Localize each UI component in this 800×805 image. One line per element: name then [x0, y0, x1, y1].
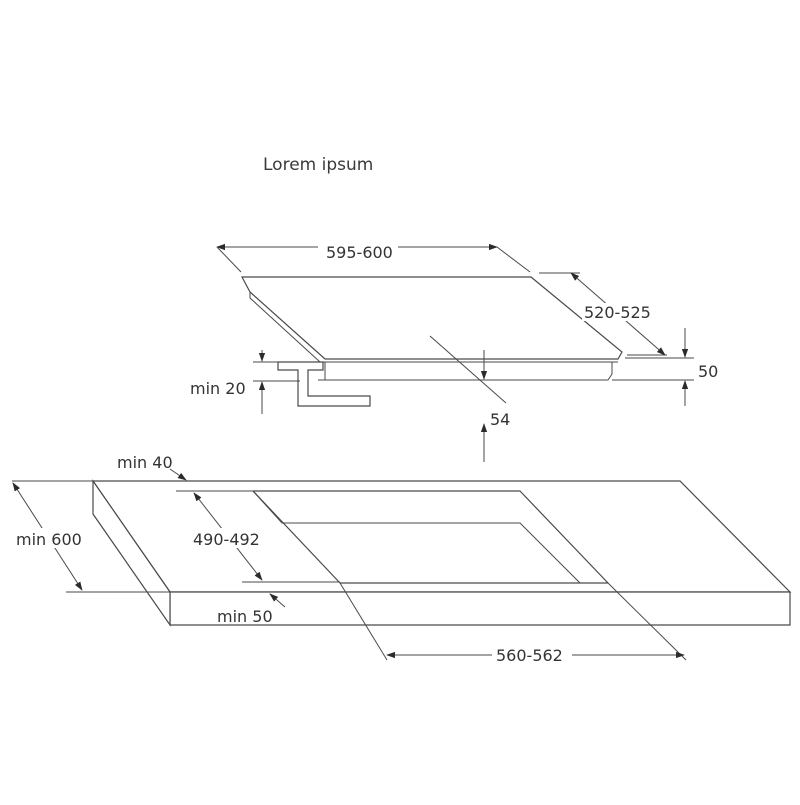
hob-drawing — [241, 276, 623, 381]
ext-line — [607, 582, 687, 661]
label-hob-depth: 520-525 — [584, 303, 651, 322]
label-bg — [14, 528, 84, 548]
hob-body — [324, 362, 613, 381]
label-bg — [492, 645, 572, 665]
ext-line — [429, 335, 507, 404]
hob-panel-edge — [249, 292, 618, 363]
ext-line — [339, 582, 388, 661]
label-cutout-width: 560-562 — [496, 646, 563, 665]
mounting-bracket — [277, 361, 371, 407]
label-bg — [318, 240, 398, 256]
worktop-side-face — [92, 479, 171, 627]
label-bg — [582, 303, 648, 321]
cutout-inner-wall — [252, 490, 581, 584]
diagram-title: Lorem ipsum — [263, 155, 373, 175]
ext-line — [216, 246, 242, 273]
ext-line — [496, 246, 531, 273]
label-min-back: min 40 — [117, 453, 173, 472]
dim-arrow-min50 — [269, 593, 286, 608]
label-worktop-depth: min 600 — [16, 530, 82, 549]
worktop-drawing — [91, 479, 792, 627]
label-cutout-depth: 490-492 — [193, 530, 260, 549]
label-min-bracket: min 20 — [190, 379, 246, 398]
label-hob-height: 50 — [698, 362, 718, 381]
label-bg — [190, 528, 266, 548]
label-insert-depth: 54 — [490, 410, 510, 429]
dim-arrow-min40 — [169, 468, 187, 481]
hob-top-panel — [241, 276, 623, 360]
label-hob-width: 595-600 — [326, 243, 393, 262]
label-min-front: min 50 — [217, 607, 273, 626]
